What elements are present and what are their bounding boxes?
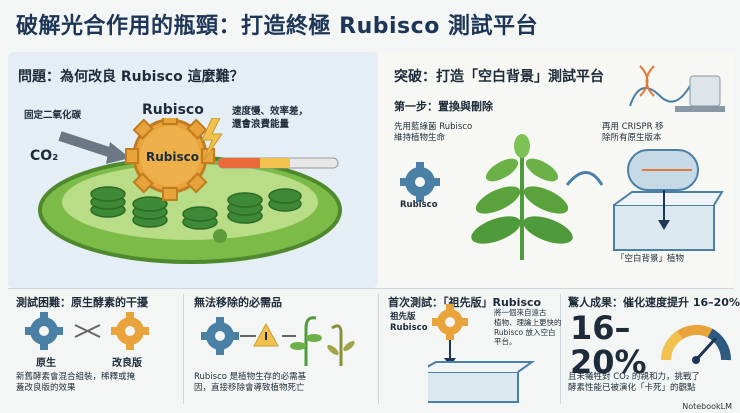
essential-text: Rubisco 是植物生存的必需基 因，直接移除會導致植物死亡 bbox=[194, 372, 307, 394]
blank-chamber-icon bbox=[613, 190, 724, 251]
wilted-plant-icon bbox=[331, 324, 343, 366]
chloroplast-illustration bbox=[38, 118, 342, 264]
problem-heading: 問題：為何改良 Rubisco 這麼難？ bbox=[18, 69, 244, 85]
result-title: 驚人成果：催化速度提升 16–20% bbox=[568, 296, 740, 309]
column-divider bbox=[183, 294, 184, 404]
first-test-text: 將一個來自遠古 植物、理論上更快的 Rubisco 放入空白 平台。 bbox=[494, 308, 562, 347]
essential-title: 無法移除的必需品 bbox=[194, 296, 282, 309]
dna-icon bbox=[639, 65, 655, 97]
shuffle-icon bbox=[74, 324, 101, 338]
notebooklm-logo: NotebookLM bbox=[682, 402, 732, 411]
rubisco-top-label: Rubisco bbox=[142, 102, 204, 118]
column-divider bbox=[378, 294, 379, 404]
column-divider bbox=[560, 294, 561, 404]
fix-co2-label: 固定二氧化碳 bbox=[24, 110, 82, 121]
section-divider bbox=[8, 288, 734, 289]
page-title: 破解光合作用的瓶頸：打造終極 Rubisco 測試平台 bbox=[16, 14, 538, 39]
ancestral-gear-icon bbox=[432, 304, 468, 340]
arrow-icon bbox=[565, 171, 604, 186]
improved-gear-icon bbox=[111, 312, 149, 350]
ancestral-label: 祖先版 Rubisco bbox=[390, 312, 428, 334]
step1-title: 第一步：置換與刪除 bbox=[394, 100, 493, 113]
crispr-tool-icon bbox=[627, 149, 699, 191]
result-big-number: 16– 20% bbox=[570, 309, 647, 381]
step1-illustration bbox=[400, 134, 724, 260]
difficulty-title: 測試困難：原生酵素的干擾 bbox=[16, 296, 148, 309]
test-chamber-icon bbox=[428, 371, 519, 403]
step1-left-text: 先用藍綠菌 Rubisco 維持植物生命 bbox=[394, 122, 473, 144]
lightning-icon bbox=[201, 118, 223, 161]
difficulty-text: 新舊酵素會混合組裝，稀釋或掩 蓋改良版的效果 bbox=[16, 372, 136, 394]
step1-right-text: 再用 CRISPR 移 除所有原生版本 bbox=[602, 122, 664, 144]
native-gear-icon bbox=[25, 312, 63, 350]
plant-icon bbox=[471, 134, 573, 260]
improved-label: 改良版 bbox=[112, 358, 142, 369]
rubisco-gear-label: Rubisco bbox=[146, 150, 199, 164]
co2-label: CO₂ bbox=[30, 148, 59, 164]
rubisco-gear-blue-icon bbox=[201, 317, 239, 355]
rubisco-gear-icon bbox=[125, 118, 215, 201]
gears-mix-illustration bbox=[25, 312, 149, 350]
rubisco-blue-label: Rubisco bbox=[400, 200, 438, 210]
breakthrough-heading: 突破：打造「空白背景」測試平台 bbox=[394, 69, 604, 85]
essential-illustration bbox=[201, 316, 355, 366]
lab-equipment-illustration bbox=[629, 65, 725, 112]
blank-plant-label: 「空白背景」植物 bbox=[616, 254, 685, 264]
rubisco-blue-gear-icon bbox=[400, 162, 440, 202]
speed-gauge-icon bbox=[661, 324, 731, 364]
native-label: 原生 bbox=[36, 358, 56, 369]
first-test-illustration bbox=[428, 304, 536, 403]
result-text: 且未犧牲對 CO₂ 的親和力，挑戰了 酵素性能已被演化「卡死」的觀點 bbox=[568, 372, 700, 394]
co2-arrow-icon bbox=[58, 131, 117, 159]
first-test-title: 首次測試：「祖先版」Rubisco bbox=[388, 296, 542, 309]
healthy-plant-icon bbox=[304, 316, 317, 366]
slow-label: 速度慢、效率差， 還會浪費能量 bbox=[232, 106, 309, 130]
